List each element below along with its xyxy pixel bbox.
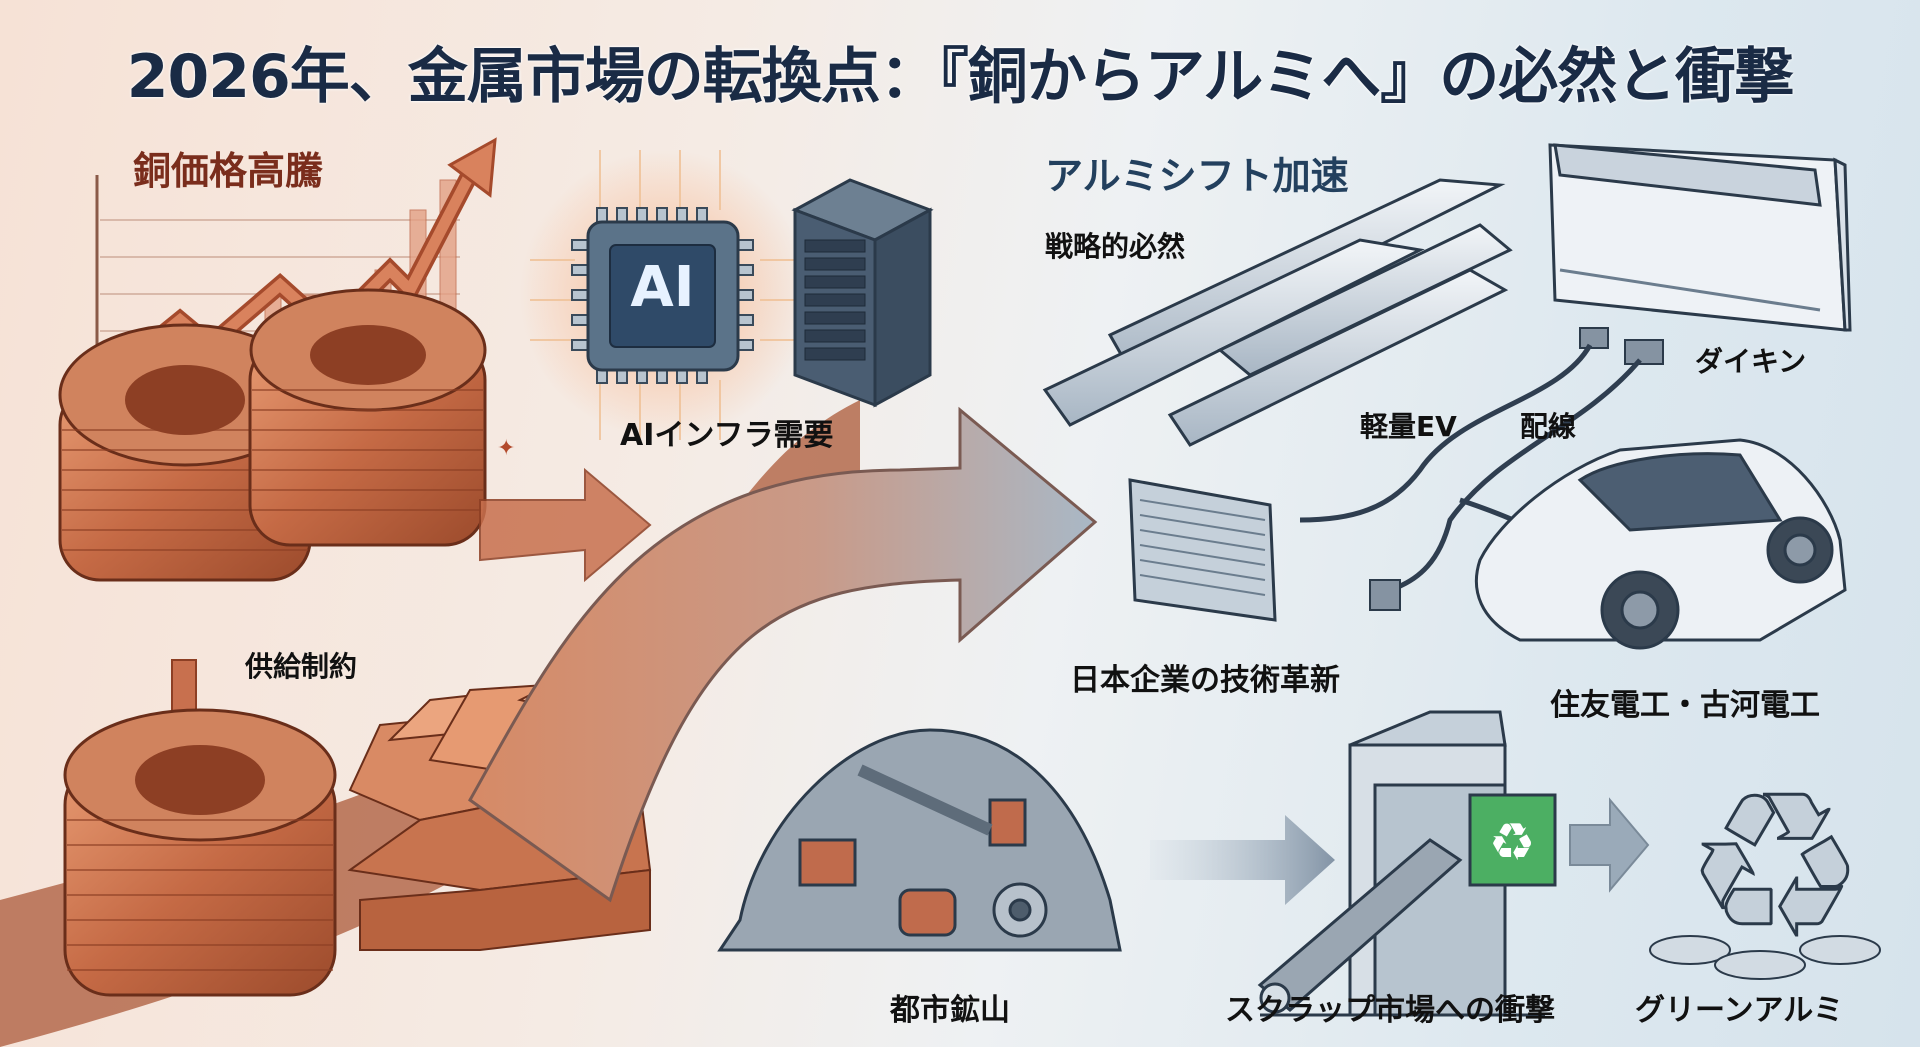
- urban-mine-label: 都市鉱山: [890, 993, 1010, 1028]
- aluminum-profile-icon: [1042, 178, 1513, 447]
- ai-chip-icon: [571, 207, 754, 384]
- sparkle-icon: ✦: [497, 436, 515, 461]
- scrap-market-impact-label: スクラップ市場への衝撃: [1225, 993, 1555, 1028]
- daikin-label: ダイキン: [1695, 345, 1807, 378]
- recycle-aluminum-icon: ♻: [1649, 749, 1881, 985]
- sumitomo-furukawa-label: 住友電工・古河電工: [1550, 688, 1820, 723]
- connector-icon: [1369, 579, 1401, 611]
- lightweight-ev-label: 軽量EV: [1360, 410, 1457, 443]
- wiring-label: 配線: [1520, 410, 1577, 443]
- ai-chip-label: AI: [630, 255, 695, 320]
- radiator-icon: [1128, 478, 1277, 622]
- copper-arrow-icon: [479, 467, 652, 583]
- scrap-to-machine-arrow: [1150, 815, 1335, 905]
- air-conditioner-icon: [1548, 143, 1852, 332]
- aluminum-shift-label: アルミシフト加速: [1045, 154, 1349, 198]
- japanese-innovation-label: 日本企業の技術革新: [1070, 663, 1340, 698]
- copper-coil-icon: [58, 323, 312, 582]
- machine-to-green-arrow: [1569, 797, 1650, 893]
- server-rack-icon: [791, 178, 934, 408]
- copper-coil-icon: [63, 708, 337, 997]
- connector-icon: [1579, 327, 1664, 365]
- page-title: 2026年、金属市場の転換点：『銅からアルミへ』の必然と衝撃: [126, 42, 1794, 112]
- ai-infra-demand-label: AIインフラ需要: [620, 418, 834, 453]
- green-aluminum-label: グリーンアルミ: [1635, 993, 1844, 1028]
- scrap-pile-icon: [717, 728, 1122, 952]
- copper-coil-icon: [248, 288, 487, 547]
- ev-car-icon: [1474, 438, 1847, 650]
- recycling-machine-icon: [1257, 710, 1557, 1017]
- copper-price-surge-label: 銅価格高騰: [133, 149, 324, 193]
- recycle-icon: ♻: [1489, 813, 1536, 873]
- strategic-necessity-label: 戦略的必然: [1045, 230, 1186, 263]
- supply-constraint-label: 供給制約: [245, 650, 358, 683]
- copper-to-aluminum-arrow: [468, 406, 1098, 903]
